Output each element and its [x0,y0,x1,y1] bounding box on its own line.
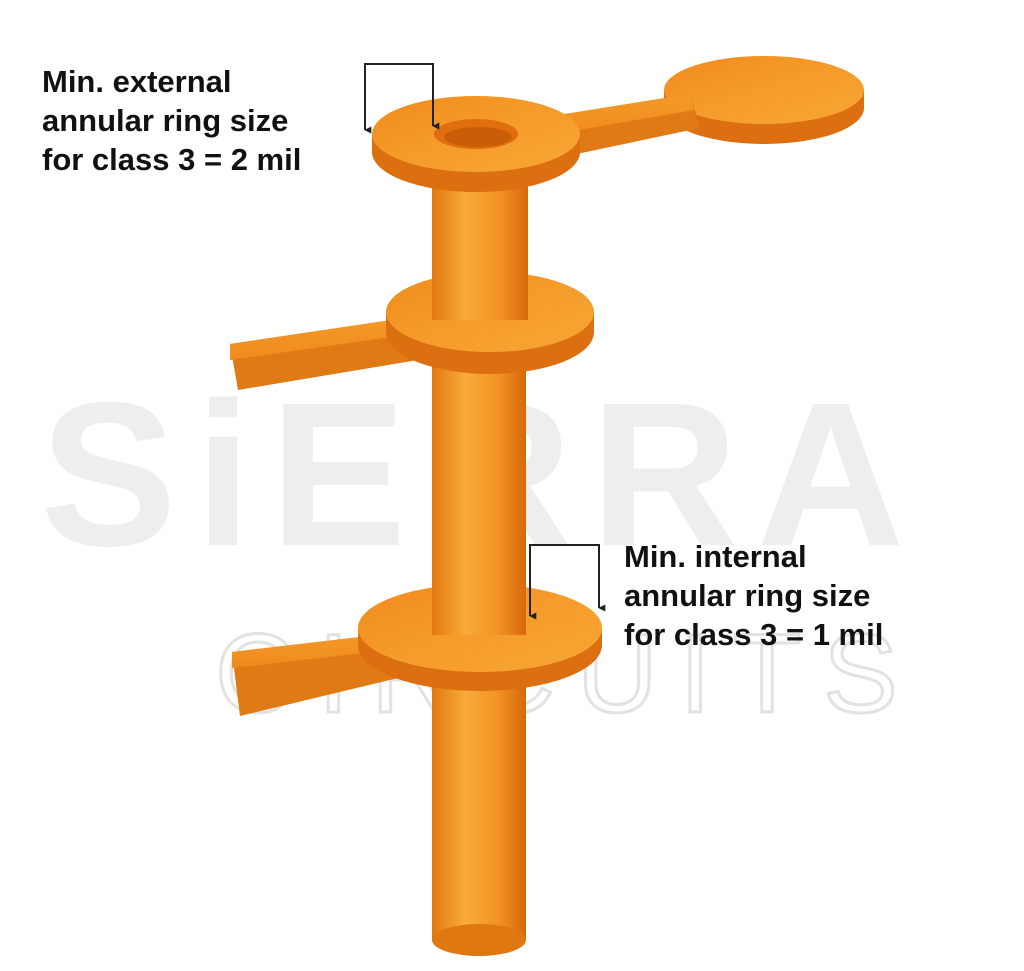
internal-callout-line: for class 3 = 1 mil [624,617,884,652]
external-callout-line: Min. external [42,64,232,99]
internal-callout-line: Min. internal [624,539,807,574]
external-dimension-bracket [364,63,440,134]
external-callout-line: annular ring size [42,103,289,138]
barrel-middle [432,335,526,635]
external-ring-callout: Min. external annular ring size for clas… [42,62,301,179]
barrel-lower [432,670,526,956]
external-callout-line: for class 3 = 2 mil [42,142,302,177]
internal-ring-callout: Min. internal annular ring size for clas… [624,537,883,654]
internal-dimension-bracket [529,544,606,620]
internal-callout-line: annular ring size [624,578,871,613]
external-pad-top [372,56,864,192]
